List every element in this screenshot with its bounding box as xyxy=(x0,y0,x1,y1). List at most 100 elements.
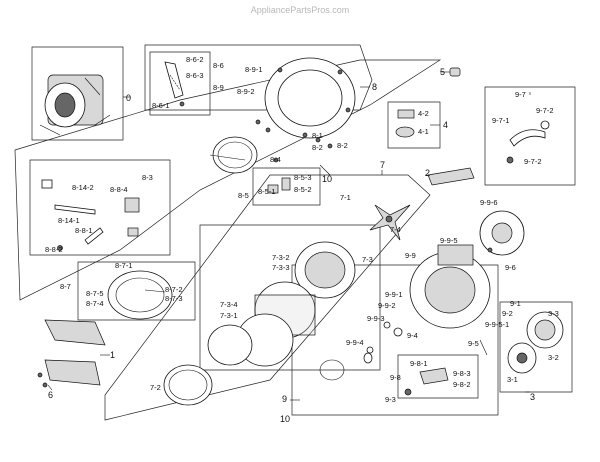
diaphragm-8-7 xyxy=(107,270,173,320)
label-9-8-1: 9-8-1 xyxy=(410,359,428,368)
label-8-3: 8-3 xyxy=(142,173,153,182)
screw-6 xyxy=(42,382,48,388)
label-10-top: 10 xyxy=(322,174,332,184)
label-8-7-5: 8-7-5 xyxy=(86,289,104,298)
label-9-5: 9-5 xyxy=(468,339,479,348)
label-9-3: 9-3 xyxy=(385,395,396,404)
label-7-3-3: 7-3-3 xyxy=(272,263,290,272)
label-3-2: 3-2 xyxy=(548,353,559,362)
label-8-14-1: 8-14-1 xyxy=(58,216,80,225)
drum-7-3-4 xyxy=(236,281,316,367)
label-9-9-6: 9-9-6 xyxy=(480,198,498,207)
label-4-2: 4-2 xyxy=(418,109,429,118)
label-9-1: 9-1 xyxy=(510,299,521,308)
label-8-7-4: 8-7-4 xyxy=(86,299,104,308)
label-9-8: 9-8 xyxy=(390,373,401,382)
label-8-5: 8-5 xyxy=(238,191,249,200)
label-9-7-2-b: 9-7-2 xyxy=(524,157,542,166)
label-4: 4 xyxy=(443,120,448,130)
spider-7-1 xyxy=(369,204,411,241)
box-3 xyxy=(499,301,573,393)
label-9-2: 9-2 xyxy=(502,309,513,318)
box-8-5 xyxy=(252,167,321,206)
label-9-6: 9-6 xyxy=(505,263,516,272)
label-8-6-1: 8-6-1 xyxy=(152,101,170,110)
label-9-9-3: 9-9-3 xyxy=(367,314,385,323)
complete-assembly xyxy=(39,74,111,136)
callout-labels: 0 1 2 3 4 5 6 7 8 9 10 10 8-6-2 8-6-3 8-… xyxy=(45,55,559,424)
label-8-4: 8-4 xyxy=(270,155,281,164)
label-9-9-4: 9-9-4 xyxy=(346,338,364,347)
label-9-9-2: 9-9-2 xyxy=(378,301,396,310)
balancer-7-2-inner xyxy=(168,369,208,401)
label-8-5-2: 8-5-2 xyxy=(294,185,312,194)
label-3: 3 xyxy=(530,392,535,402)
label-10-bottom: 10 xyxy=(280,414,290,424)
part-5 xyxy=(449,67,461,77)
box-4 xyxy=(387,101,441,149)
label-8-9-1: 8-9-1 xyxy=(245,65,263,74)
tub-front-8 xyxy=(264,57,356,139)
handle-2 xyxy=(427,167,475,186)
leader-lines xyxy=(47,71,531,401)
box-8-14 xyxy=(29,159,171,256)
label-8-2-b: 8-2 xyxy=(337,141,348,150)
label-8: 8 xyxy=(372,82,377,92)
diaphragm-8-7-inner xyxy=(115,277,165,313)
box-9-7 xyxy=(484,86,576,186)
box-8-upper xyxy=(144,44,373,111)
label-7-1: 7-1 xyxy=(340,193,351,202)
pulley-9-9-6 xyxy=(479,210,525,256)
box-7-3 xyxy=(199,224,381,371)
balancer-7-2 xyxy=(163,364,213,406)
label-9-7-2-a: 9-7-2 xyxy=(536,106,554,115)
screws-8-2 xyxy=(255,119,333,163)
hose-8-6 xyxy=(164,61,185,107)
label-8-6-3: 8-6-3 xyxy=(186,71,204,80)
label-7-2: 7-2 xyxy=(150,383,161,392)
label-7-3: 7-3 xyxy=(362,255,373,264)
label-6: 6 xyxy=(48,390,53,400)
label-7: 7 xyxy=(380,160,385,170)
brackets-1 xyxy=(37,319,106,386)
label-7-3-4: 7-3-4 xyxy=(220,300,238,309)
dispenser-8-14 xyxy=(41,179,140,251)
parts-10 xyxy=(319,164,345,381)
label-8-5-3: 8-5-3 xyxy=(294,173,312,182)
gasket-8-4-inner xyxy=(217,141,253,169)
label-8-7-1: 8-7-1 xyxy=(115,261,133,270)
label-8-7-2: 8-7-2 xyxy=(165,285,183,294)
label-0: 0 xyxy=(126,93,131,103)
label-8-8-4: 8-8-4 xyxy=(110,185,128,194)
label-8-6-2: 8-6-2 xyxy=(186,55,204,64)
label-8-6: 8-6 xyxy=(213,61,224,70)
label-3-1: 3-1 xyxy=(507,375,518,384)
label-9-8-2: 9-8-2 xyxy=(453,380,471,389)
label-8-8-1: 8-8-1 xyxy=(75,226,93,235)
box-8-6 xyxy=(149,51,211,116)
label-8-8-2: 8-8-2 xyxy=(45,245,63,254)
label-9-8-3: 9-8-3 xyxy=(453,369,471,378)
label-5: 5 xyxy=(440,67,445,77)
tub-rear-9 xyxy=(409,244,491,329)
label-9-4: 9-4 xyxy=(407,331,418,340)
parts-9-8 xyxy=(404,367,449,396)
label-8-2-a: 8-2 xyxy=(312,143,323,152)
label-9-9: 9-9 xyxy=(405,251,416,260)
label-8-7-3: 8-7-3 xyxy=(165,294,183,303)
box-8-main xyxy=(14,59,442,301)
motor-3 xyxy=(507,311,564,374)
label-8-9: 8-9 xyxy=(213,83,224,92)
label-4-1: 4-1 xyxy=(418,127,429,136)
parts-4 xyxy=(395,109,415,138)
label-9-7-1: 9-7-1 xyxy=(492,116,510,125)
label-9-9-5-1: 9-9-5-1 xyxy=(485,320,509,329)
parts-8-5 xyxy=(267,177,291,194)
box-0 xyxy=(31,46,124,141)
label-7-3-1: 7-3-1 xyxy=(220,311,238,320)
label-8-5-1: 8-5-1 xyxy=(258,187,276,196)
label-8-9-2: 8-9-2 xyxy=(237,87,255,96)
hose-9-7 xyxy=(506,120,550,164)
label-9: 9 xyxy=(282,394,287,404)
